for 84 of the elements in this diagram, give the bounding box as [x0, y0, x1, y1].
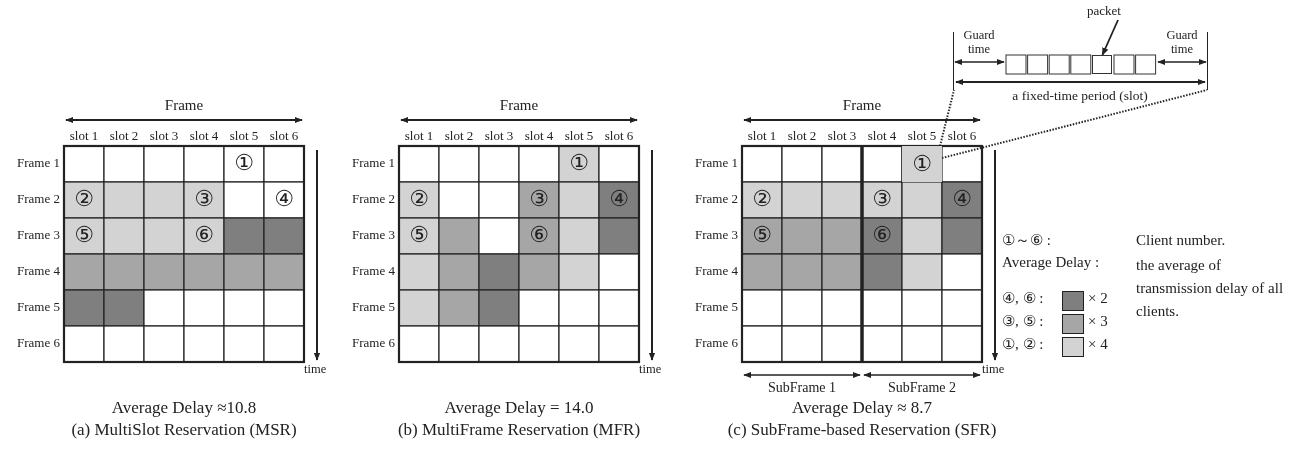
- slot-label: slot 4: [188, 129, 220, 144]
- client-number: ⑤: [73, 222, 95, 248]
- client-number: ③: [871, 186, 893, 212]
- average-delay-value: Average Delay ≈ 8.7: [790, 398, 934, 418]
- average-delay-value: Average Delay = 14.0: [443, 398, 595, 418]
- client-number: ④: [951, 186, 973, 212]
- client-number: ②: [408, 186, 430, 212]
- slot-label: slot 5: [228, 129, 260, 144]
- frame-axis-label: Frame: [498, 97, 540, 115]
- multiplier-label: × 2: [1088, 290, 1109, 308]
- client-number: ⑥: [528, 222, 550, 248]
- multiplier-label: × 4: [1088, 336, 1109, 354]
- slot-label: slot 1: [403, 129, 435, 144]
- frame-row-label: Frame 6: [351, 336, 395, 351]
- slot-label: slot 1: [68, 129, 100, 144]
- frame-row-label: Frame 1: [694, 156, 738, 171]
- note-definition: the average of transmission delay of all clients.: [1136, 256, 1284, 321]
- multiplier-label: × 3: [1088, 313, 1109, 331]
- slot-label: slot 5: [563, 129, 595, 144]
- panel-caption: (c) SubFrame-based Reservation (SFR): [726, 420, 998, 440]
- frame-row-label: Frame 2: [351, 192, 395, 207]
- frame-row-label: Frame 4: [351, 264, 395, 279]
- slot-label: slot 5: [906, 129, 938, 144]
- time-axis-label: time: [982, 362, 1006, 377]
- frame-row-label: Frame 4: [694, 264, 738, 279]
- frame-row-label: Frame 1: [351, 156, 395, 171]
- note-definition: Client number.: [1136, 232, 1227, 250]
- slot-label: slot 2: [443, 129, 475, 144]
- client-number: ⑥: [193, 222, 215, 248]
- frame-row-label: Frame 3: [16, 228, 60, 243]
- client-number: ③: [193, 186, 215, 212]
- packet-square: [1091, 55, 1112, 74]
- frame-row-label: Frame 3: [351, 228, 395, 243]
- panel-caption: (b) MultiFrame Reservation (MFR): [396, 420, 642, 440]
- client-number: ①: [233, 150, 255, 176]
- note-term: Average Delay :: [1002, 254, 1101, 272]
- frame-row-label: Frame 5: [16, 300, 60, 315]
- client-number: ⑥: [871, 222, 893, 248]
- legend-label: ③, ⑤ :: [1002, 313, 1045, 331]
- guard-time-label: Guard time: [1165, 28, 1199, 57]
- frame-row-label: Frame 6: [694, 336, 738, 351]
- client-number: ③: [528, 186, 550, 212]
- slot-period-span: [953, 32, 1208, 90]
- legend-label: ④, ⑥ :: [1002, 290, 1045, 308]
- slot-label: slot 3: [826, 129, 858, 144]
- frame-row-label: Frame 2: [694, 192, 738, 207]
- subframe-label: SubFrame 1: [766, 380, 838, 397]
- frame-axis-label: Frame: [841, 97, 883, 115]
- client-slot: ①: [902, 146, 942, 182]
- subframe-label: SubFrame 2: [886, 380, 958, 397]
- client-number: ②: [73, 186, 95, 212]
- panel-caption: (a) MultiSlot Reservation (MSR): [70, 420, 298, 440]
- frame-row-label: Frame 4: [16, 264, 60, 279]
- note-term: ①～⑥ :: [1002, 232, 1052, 250]
- client-number: ②: [751, 186, 773, 212]
- guard-time-label: Guard time: [962, 28, 996, 57]
- frame-row-label: Frame 3: [694, 228, 738, 243]
- frame-row-label: Frame 6: [16, 336, 60, 351]
- client-number: ⑤: [751, 222, 773, 248]
- client-number: ①: [568, 150, 590, 176]
- slot-label: slot 6: [603, 129, 635, 144]
- legend-label: ①, ② :: [1002, 336, 1045, 354]
- slot-label: slot 3: [148, 129, 180, 144]
- slot-label: slot 2: [108, 129, 140, 144]
- frame-row-label: Frame 2: [16, 192, 60, 207]
- client-number: ④: [273, 186, 295, 212]
- frame-row-label: Frame 5: [351, 300, 395, 315]
- frame-row-label: Frame 1: [16, 156, 60, 171]
- time-axis-label: time: [639, 362, 663, 377]
- frame-axis-label: Frame: [163, 97, 205, 115]
- slot-label: slot 1: [746, 129, 778, 144]
- client-number: ⑤: [408, 222, 430, 248]
- slot-label: slot 4: [866, 129, 898, 144]
- slot-label: slot 2: [786, 129, 818, 144]
- frame-row-label: Frame 5: [694, 300, 738, 315]
- packet-label: packet: [1084, 2, 1124, 20]
- time-axis-label: time: [304, 362, 328, 377]
- slot-label: slot 6: [946, 129, 978, 144]
- client-number: ④: [608, 186, 630, 212]
- slot-label: slot 3: [483, 129, 515, 144]
- slot-period-label: a fixed-time period (slot): [1011, 88, 1149, 104]
- average-delay-value: Average Delay ≈10.8: [110, 398, 258, 418]
- slot-label: slot 4: [523, 129, 555, 144]
- slot-label: slot 6: [268, 129, 300, 144]
